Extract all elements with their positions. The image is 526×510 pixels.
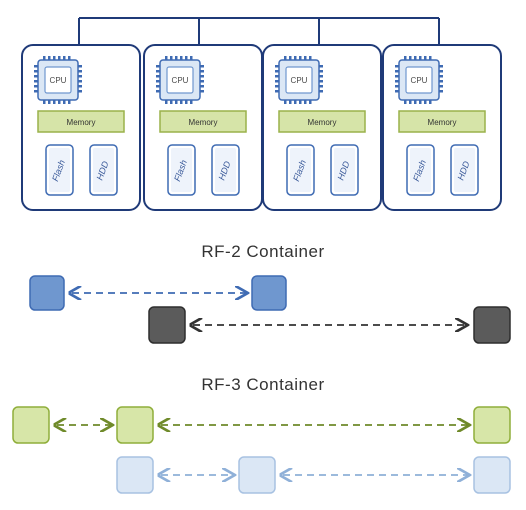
rf2-row-1 (29, 275, 287, 311)
rf2-title: RF-2 Container (201, 242, 324, 261)
flash-drive-icon: Flash (406, 144, 435, 196)
memory-label: Memory (189, 118, 218, 127)
cpu-label: CPU (291, 76, 308, 85)
rf3-replica-block (116, 456, 154, 494)
rf2-replica-block (473, 306, 511, 344)
memory-label: Memory (428, 118, 457, 127)
memory-bar (37, 110, 125, 133)
network-bus (78, 17, 440, 45)
hdd-drive-icon: HDD (450, 144, 479, 196)
rf2-replica-block (148, 306, 186, 344)
cpu-label: CPU (411, 76, 428, 85)
rf2-replica-block (251, 275, 287, 311)
rf3-replica-block (116, 406, 154, 444)
memory-bar (159, 110, 247, 133)
cpu-label: CPU (50, 76, 67, 85)
memory-label: Memory (67, 118, 96, 127)
cpu-chip-icon: CPU (34, 56, 82, 104)
cpu-chip-icon: CPU (395, 56, 443, 104)
hdd-drive-icon: HDD (89, 144, 118, 196)
cpu-label: CPU (172, 76, 189, 85)
rf2-row-2 (148, 306, 511, 344)
rf3-replica-block (473, 406, 511, 444)
flash-drive-icon: Flash (167, 144, 196, 196)
rf3-row-1 (12, 406, 511, 444)
memory-label: Memory (308, 118, 337, 127)
rf3-row-2 (116, 456, 511, 494)
hdd-drive-icon: HDD (330, 144, 359, 196)
cpu-chip-icon: CPU (275, 56, 323, 104)
cpu-chip-icon: CPU (156, 56, 204, 104)
rf3-title: RF-3 Container (201, 375, 324, 394)
rf3-replica-block (473, 456, 511, 494)
hdd-drive-icon: HDD (211, 144, 240, 196)
flash-drive-icon: Flash (45, 144, 74, 196)
rf3-replica-block (238, 456, 276, 494)
memory-bar (278, 110, 366, 133)
memory-bar (398, 110, 486, 133)
rf2-replica-block (29, 275, 65, 311)
rf3-replica-block (12, 406, 50, 444)
flash-drive-icon: Flash (286, 144, 315, 196)
